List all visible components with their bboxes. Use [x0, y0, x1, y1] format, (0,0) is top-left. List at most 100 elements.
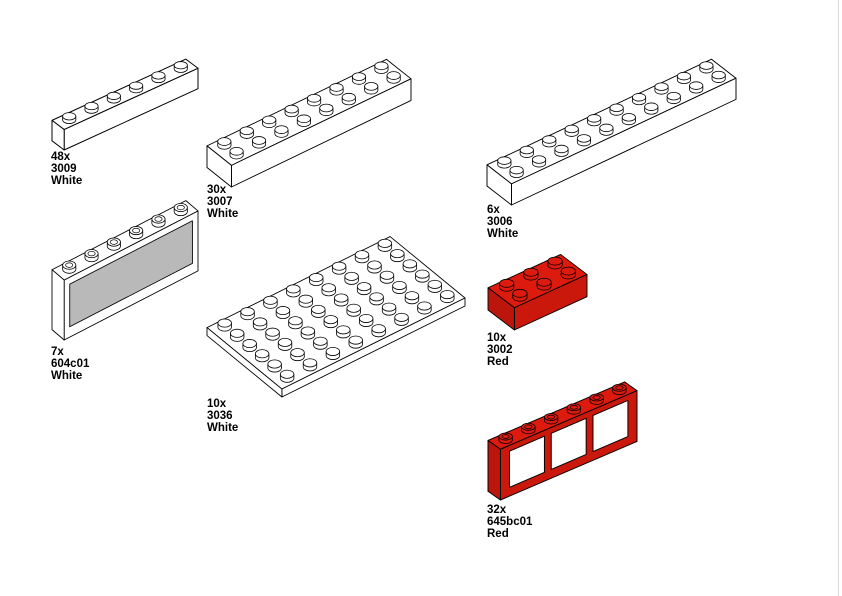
- stud: [218, 319, 232, 331]
- stud: [320, 104, 333, 116]
- stud: [152, 72, 165, 83]
- stud: [303, 359, 317, 371]
- stud: [370, 293, 384, 305]
- stud: [712, 71, 725, 82]
- stud: [567, 404, 580, 414]
- stud: [264, 296, 278, 308]
- stud: [532, 156, 545, 167]
- stud: [334, 294, 348, 306]
- stud: [610, 104, 623, 115]
- stud: [375, 62, 388, 74]
- side-face: [52, 270, 64, 340]
- stud: [297, 115, 310, 127]
- part-645bc01-drawing: [488, 382, 637, 500]
- stud: [498, 157, 511, 168]
- stud: [174, 62, 187, 73]
- top-face: [487, 59, 736, 184]
- part-label-604c01: 7x 604c01 White: [51, 346, 89, 382]
- side-face: [488, 440, 500, 500]
- stud: [63, 113, 76, 124]
- part-qty: 10x: [207, 398, 227, 410]
- stud: [152, 215, 165, 227]
- part-3002-drawing: [488, 254, 587, 330]
- stud: [667, 92, 680, 103]
- part-qty: 7x: [51, 346, 64, 358]
- part-3009-drawing: [52, 59, 198, 150]
- stud: [577, 135, 590, 146]
- stud: [285, 105, 298, 117]
- stud: [240, 127, 253, 139]
- stud: [332, 262, 346, 274]
- stud: [243, 339, 257, 351]
- side-face: [207, 328, 282, 397]
- stud: [405, 292, 419, 304]
- stud: [85, 249, 98, 261]
- stud: [548, 257, 562, 269]
- stud: [63, 261, 76, 273]
- part-number: 604c01: [51, 358, 90, 370]
- stud: [565, 125, 578, 136]
- stud: [632, 93, 645, 104]
- stud: [600, 124, 613, 135]
- part-label-3009: 48x 3009 White: [51, 151, 82, 187]
- part-3036-drawing: [207, 237, 465, 397]
- stud: [347, 304, 361, 316]
- stud: [588, 115, 601, 126]
- part-number: 645bc01: [487, 516, 533, 528]
- stud: [416, 270, 430, 282]
- side-face: [207, 146, 231, 187]
- part-qty: 30x: [207, 184, 227, 196]
- window-glass: [70, 221, 193, 327]
- stud: [307, 94, 320, 106]
- stud: [107, 238, 120, 250]
- stud: [230, 147, 243, 159]
- stud: [520, 146, 533, 157]
- part-label-3006: 6x 3006 White: [487, 204, 518, 240]
- part-label-3002: 10x 3002 Red: [487, 332, 513, 368]
- stud: [324, 316, 338, 328]
- stud: [326, 347, 340, 359]
- stud: [309, 273, 323, 285]
- stud: [613, 384, 626, 394]
- stud: [700, 62, 713, 73]
- stud: [252, 137, 265, 149]
- stud: [393, 281, 407, 293]
- stud: [690, 82, 703, 93]
- stud: [543, 136, 556, 147]
- stud: [342, 93, 355, 105]
- stud: [391, 250, 405, 262]
- stud: [287, 285, 301, 297]
- stud: [372, 325, 386, 337]
- stud: [418, 302, 432, 314]
- stud: [289, 317, 303, 329]
- part-number: 3006: [487, 216, 513, 228]
- stud: [380, 271, 394, 283]
- stud: [85, 102, 98, 113]
- part-color: White: [207, 208, 239, 220]
- part-number: 3007: [207, 196, 233, 208]
- stud: [330, 84, 343, 96]
- part-color: White: [51, 370, 83, 382]
- stud: [441, 290, 455, 302]
- side-face: [52, 120, 64, 150]
- stud: [555, 145, 568, 156]
- part-color: White: [51, 175, 83, 187]
- stud: [365, 82, 378, 94]
- part-number: 3036: [207, 410, 233, 422]
- window-opening: [593, 400, 628, 451]
- stud: [314, 337, 328, 349]
- stud: [280, 370, 294, 382]
- stud: [278, 338, 292, 350]
- stud: [263, 116, 276, 128]
- stud: [387, 72, 400, 84]
- stud: [253, 318, 267, 330]
- stud: [291, 349, 305, 361]
- part-color: Red: [487, 356, 509, 368]
- stud: [522, 423, 535, 433]
- part-3007-drawing: [207, 59, 411, 187]
- stud: [513, 289, 527, 301]
- part-label-3007: 30x 3007 White: [207, 184, 238, 220]
- part-qty: 6x: [487, 204, 500, 216]
- side-face: [487, 165, 511, 205]
